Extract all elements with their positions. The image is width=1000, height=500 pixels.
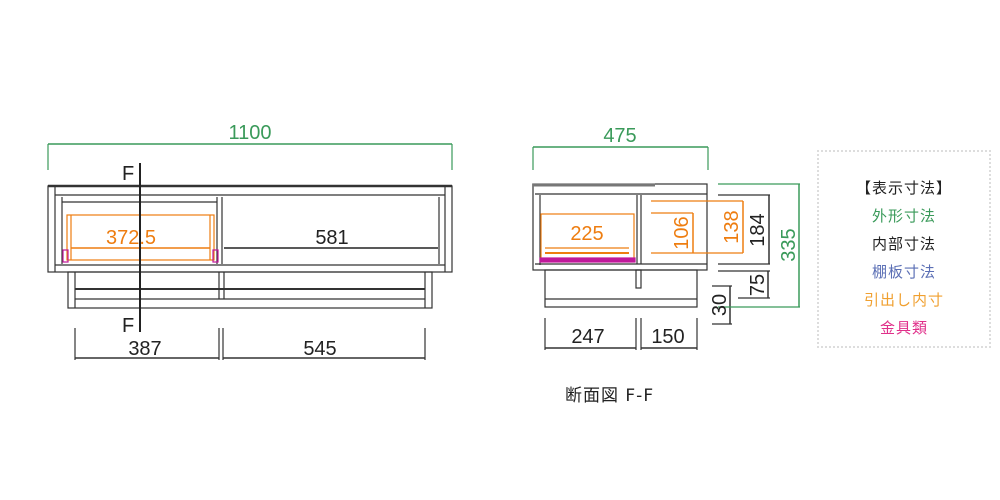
section-bottom-left-label: 247 [571,326,604,348]
overall-height-label: 335 [778,228,800,261]
section-view [532,146,800,350]
drawer-height-106-label: 106 [671,216,693,249]
section-marker-bottom: F [122,315,134,337]
section-caption: 断面図 F-F [565,386,655,406]
right-slide-hardware [212,249,219,263]
overall-depth-label: 475 [603,125,636,147]
bottom-left-width-label: 387 [128,338,161,360]
legend-title: 【表示寸法】 [855,179,952,197]
cabinet-base [67,271,433,309]
legend-item-hardware: 金具類 [879,319,928,337]
drawer-slide-hardware [539,257,636,263]
drawer-depth-label: 225 [570,223,603,245]
section-marker-top: F [122,163,134,185]
inner-width-label: 581 [315,227,348,249]
section-bottom-right-label: 150 [651,326,684,348]
left-slide-hardware [62,249,69,263]
legend-item-shelf: 棚板寸法 [871,263,936,281]
drawer-width-label: 372.5 [106,227,156,249]
front-view [47,143,453,360]
inner-height-label: 184 [747,213,769,246]
legend-item-drawer: 引出し内寸 [863,291,944,309]
plinth-height-label: 30 [709,294,731,316]
bottom-right-width-label: 545 [303,338,336,360]
drawer-height-138-label: 138 [721,210,743,243]
dimension-legend: 【表示寸法】 外形寸法 内部寸法 棚板寸法 引出し内寸 金具類 [817,150,991,348]
legend-item-inner: 内部寸法 [871,235,936,253]
section-base [544,269,698,308]
base-height-label: 75 [747,274,769,296]
legend-item-outer: 外形寸法 [871,207,936,225]
overall-width-label: 1100 [228,122,271,144]
